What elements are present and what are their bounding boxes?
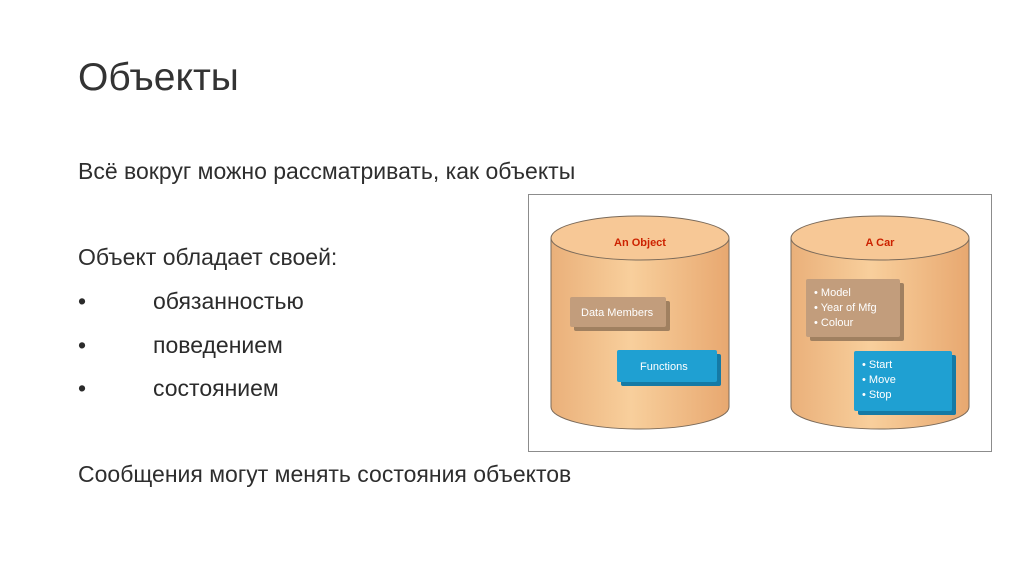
conclusion-text: Сообщения могут менять состояния объекто… bbox=[78, 461, 572, 487]
data-members-box: Data Members bbox=[570, 297, 670, 331]
bullet-marker: • bbox=[78, 288, 87, 314]
data-members-label: Data Members bbox=[581, 307, 654, 319]
car-function-item: • Move bbox=[862, 374, 896, 386]
bullet-responsibility: обязанностью bbox=[153, 288, 304, 314]
intro-text: Всё вокруг можно рассматривать, как объе… bbox=[78, 158, 576, 184]
bullet-marker: • bbox=[78, 332, 87, 358]
functions-label: Functions bbox=[640, 361, 688, 373]
object-has-text: Объект обладает своей: bbox=[78, 244, 338, 270]
bullet-state: состоянием bbox=[153, 375, 279, 401]
car-function-item: • Stop bbox=[862, 389, 892, 401]
car-function-item: • Start bbox=[862, 359, 892, 371]
object-cylinder: An Object Data Members Functions bbox=[550, 215, 730, 430]
car-data-item: • Year of Mfg bbox=[814, 302, 877, 314]
bullet-marker: • bbox=[78, 375, 87, 401]
object-diagram: An Object Data Members Functions A Car bbox=[528, 194, 992, 452]
car-data-item: • Colour bbox=[814, 317, 854, 329]
object-cylinder-title: An Object bbox=[614, 237, 666, 249]
slide-title: Объекты bbox=[78, 56, 239, 99]
functions-box: Functions bbox=[617, 350, 721, 386]
car-cylinder-title: A Car bbox=[866, 237, 896, 249]
car-functions-box: • Start • Move • Stop bbox=[854, 351, 956, 415]
car-cylinder: A Car • Model • Year of Mfg • Colour • S… bbox=[790, 215, 970, 430]
car-data-box: • Model • Year of Mfg • Colour bbox=[806, 279, 904, 341]
car-data-item: • Model bbox=[814, 287, 851, 299]
bullet-behavior: поведением bbox=[153, 332, 283, 358]
